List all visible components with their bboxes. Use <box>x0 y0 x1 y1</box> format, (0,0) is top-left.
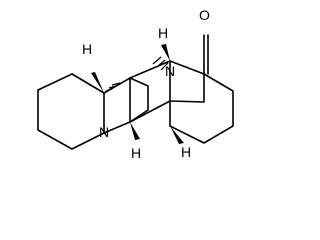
stereo-h-left-label: H <box>82 41 92 57</box>
carbonyl-oxygen-label: O <box>199 7 210 23</box>
molecule-structure-svg: O N N H H H H <box>37 7 234 161</box>
pyrrolidine-nitrogen-label: N <box>99 124 109 140</box>
stereo-h-top-label: H <box>158 25 168 41</box>
stereo-wedges <box>91 44 184 144</box>
bond-lines <box>37 34 234 150</box>
lactam-nitrogen-label: N <box>165 63 175 79</box>
stereo-hashes <box>105 56 169 92</box>
stereo-h-bottom-label: H <box>131 145 141 161</box>
chemical-structure-canvas: O N N H H H H <box>37 7 234 161</box>
stereo-h-right-label: H <box>181 144 191 160</box>
